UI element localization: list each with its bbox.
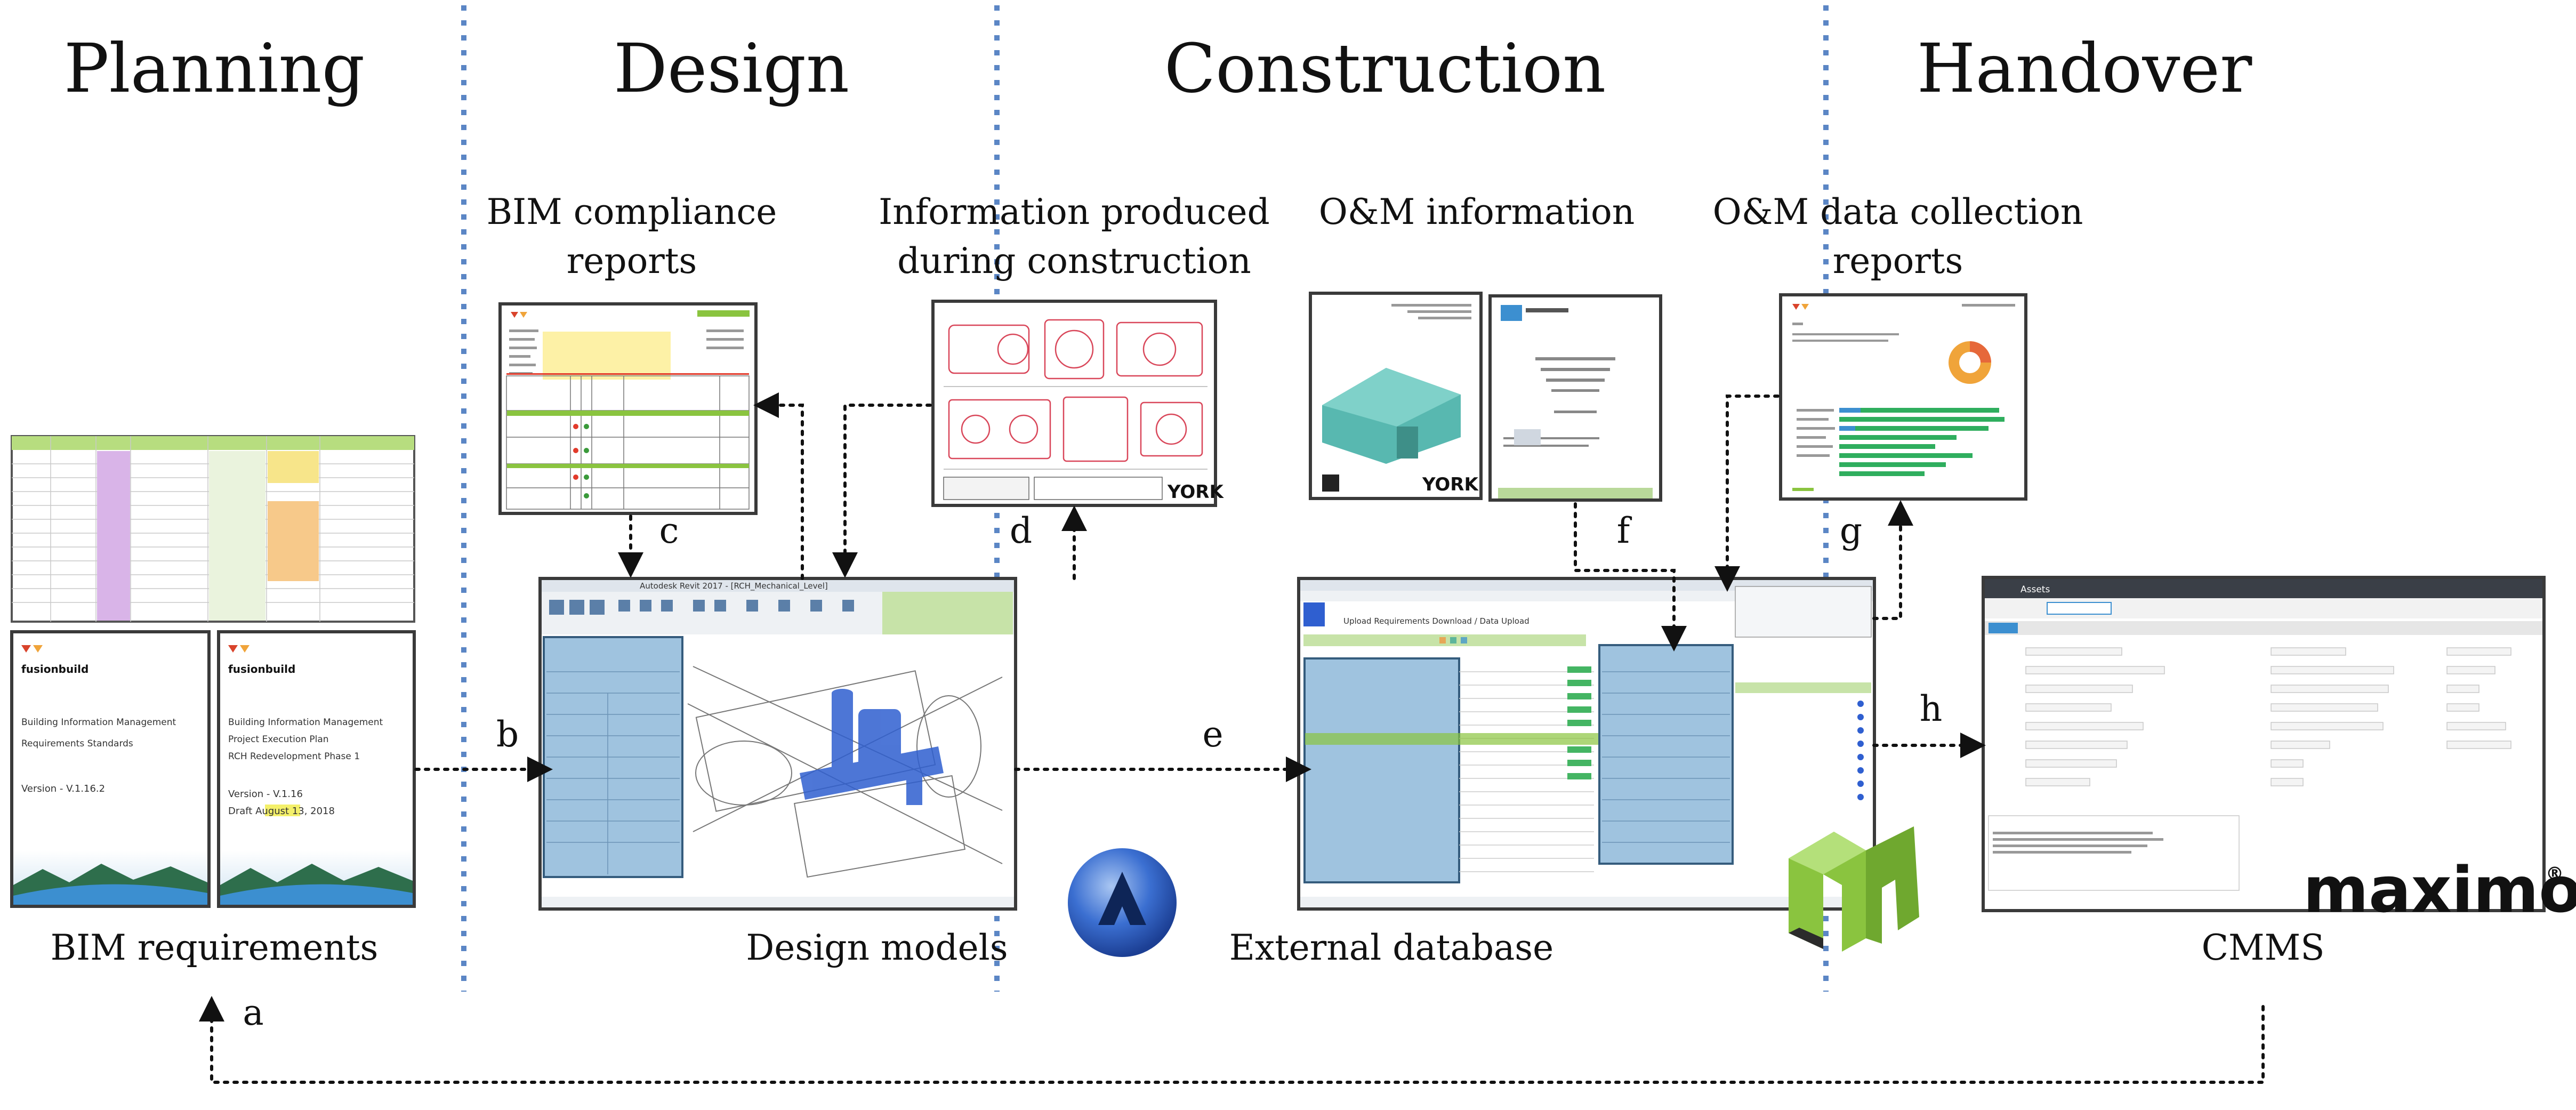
label-design-models: Design models <box>746 927 1008 968</box>
label-bim-compliance-line1: BIM compliance <box>487 191 777 232</box>
phase-title-construction: Construction <box>1164 29 1606 108</box>
flow-a-cmms-to-requirements <box>199 996 2265 1084</box>
label-om-collection-line2: reports <box>1833 240 1963 281</box>
label-om-information: O&M information <box>1319 191 1635 232</box>
flow-letter-f: f <box>1617 510 1632 551</box>
york-logo-drawing: YORK <box>1167 481 1224 503</box>
maximo-logo: maximo <box>2303 853 2576 927</box>
requirements-spreadsheet-thumbnail <box>11 435 415 623</box>
label-info-construction-line2: during construction <box>897 240 1251 281</box>
label-info-construction-line1: Information produced <box>879 191 1270 232</box>
flow-letter-e: e <box>1202 714 1223 755</box>
label-cmms: CMMS <box>2202 927 2325 968</box>
construction-drawing-thumbnail: YORK <box>931 300 1224 507</box>
pep-doc-title: Building Information Management <box>228 717 383 728</box>
phase-title-design: Design <box>614 29 849 108</box>
om-chiller-manual-thumbnail: YORK <box>1309 292 1483 500</box>
revit-title-bar: Autodesk Revit 2017 - [RCH_Mechanical_Le… <box>640 581 828 591</box>
pep-doc-version: Version - V.1.16 <box>228 789 303 800</box>
flow-letter-b: b <box>496 714 519 755</box>
pep-doc-subtitle: Project Execution Plan <box>228 734 329 745</box>
flow-letter-h: h <box>1920 688 1943 729</box>
flow-letter-c: c <box>659 510 679 551</box>
fm-software-logo <box>1789 826 1919 952</box>
york-logo-manual: YORK <box>1422 474 1479 495</box>
label-bim-compliance-line2: reports <box>567 240 697 281</box>
requirements-standards-document: fusionbuild Building Information Managem… <box>10 630 211 908</box>
fm-title: Upload Requirements Download / Data Uplo… <box>1343 616 1529 626</box>
flow-letter-g: g <box>1840 510 1862 551</box>
maximo-trademark: ® <box>2546 863 2564 884</box>
phase-title-handover: Handover <box>1917 29 2252 108</box>
label-om-collection-line1: O&M data collection <box>1713 191 2083 232</box>
flow-f-om-to-database <box>1574 502 1687 651</box>
execution-plan-document: fusionbuild Building Information Managem… <box>217 630 416 908</box>
revit-model-screenshot: Autodesk Revit 2017 - [RCH_Mechanical_Le… <box>538 577 1177 957</box>
req-doc-title: Building Information Management <box>21 717 176 728</box>
flow-letter-d: d <box>1010 510 1032 551</box>
maximo-module-title: Assets <box>2020 584 2050 595</box>
flow-design-to-compliance <box>753 392 804 580</box>
bim-compliance-report-thumbnail <box>498 302 758 515</box>
fusionbuild-logo-2: fusionbuild <box>228 663 295 675</box>
external-database-screenshot: Upload Requirements Download / Data Uplo… <box>1297 577 1919 952</box>
phase-title-planning: Planning <box>64 29 365 108</box>
om-hospital-manual-thumbnail <box>1488 294 1662 502</box>
label-bim-requirements: BIM requirements <box>51 927 379 968</box>
maximo-cmms-screenshot: Assets maximo ® <box>1982 576 2576 927</box>
req-doc-version: Version - V.1.16.2 <box>21 783 105 794</box>
flow-connectors <box>199 392 2265 1084</box>
pep-doc-project: RCH Redevelopment Phase 1 <box>228 751 360 762</box>
flow-letter-a: a <box>243 992 263 1033</box>
om-collection-report-thumbnail <box>1779 293 2027 501</box>
fusionbuild-logo: fusionbuild <box>21 663 88 675</box>
flow-database-to-collection <box>1714 395 1780 592</box>
label-external-database: External database <box>1229 927 1553 968</box>
flow-d-drawing-to-design <box>832 404 932 578</box>
pep-doc-draft: Draft August 13, 2018 <box>228 806 335 817</box>
flow-g-collection-to-database <box>1872 500 1913 620</box>
req-doc-subtitle: Requirements Standards <box>21 738 133 749</box>
